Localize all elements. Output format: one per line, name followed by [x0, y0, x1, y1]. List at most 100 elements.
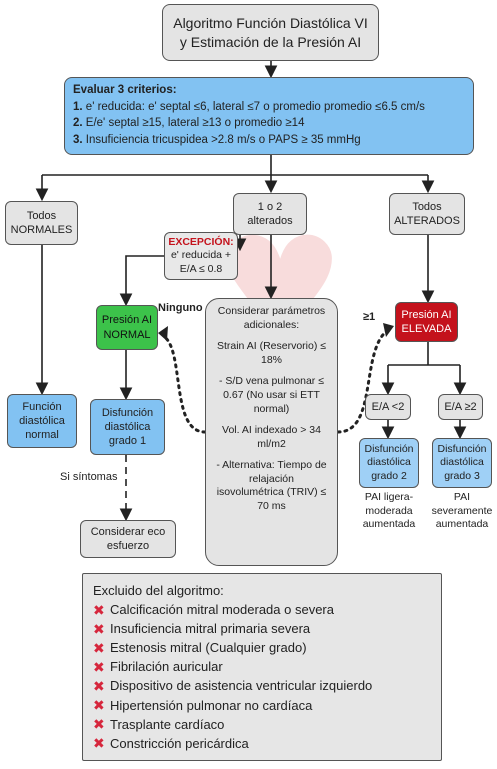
- additional-line: adicionales:: [243, 318, 300, 331]
- pressure-high-line-2: ELEVADA: [401, 323, 452, 335]
- excluded-item: ✖ Hipertensión pulmonar no cardíaca: [93, 696, 431, 715]
- label-ge1: ≥1: [363, 311, 376, 323]
- x-mark-icon: ✖: [93, 677, 105, 694]
- stress-echo-line-2: esfuerzo: [106, 540, 150, 552]
- excluded-item-label: Constricción pericárdica: [110, 735, 249, 751]
- additional-line: 0.67 (No usar si ETT: [223, 388, 320, 401]
- pai2-line-3: aumentada: [362, 518, 416, 531]
- label-ninguno: Ninguno: [158, 302, 203, 314]
- excluded-heading: Excluido del algoritmo:: [93, 583, 224, 598]
- pressure-normal-line-2: NORMAL: [103, 328, 151, 341]
- title-box: Algoritmo Función Diastólica VI y Estima…: [162, 4, 379, 61]
- branch-altered-line-2: ALTERADOS: [394, 215, 460, 227]
- dysfunction2-line-3: grado 2: [371, 469, 407, 482]
- x-mark-icon: ✖: [93, 734, 105, 751]
- excluded-item-label: Estenosis mitral (Cualquier grado): [110, 640, 307, 656]
- excluded-box: Excluido del algoritmo: ✖Calcificación m…: [82, 573, 442, 761]
- criteria-item-2: 2. E/e' septal ≥15, lateral ≥13 o promed…: [73, 117, 305, 130]
- additional-line: ml/m2: [257, 437, 286, 450]
- exception-box: EXCEPCIÓN: e' reducida + E/A ≤ 0.8: [164, 232, 238, 280]
- x-mark-icon: ✖: [93, 696, 105, 713]
- additional-line: 18%: [260, 353, 282, 366]
- dotted-ninguno-head: [158, 326, 168, 341]
- additional-line: 70 ms: [257, 500, 286, 513]
- exception-line-1: e' reducida +: [170, 249, 232, 262]
- pai-grade-3-note: PAI severamente aumentada: [426, 491, 497, 532]
- x-mark-icon: ✖: [93, 639, 105, 656]
- excluded-item-label: Dispositivo de asistencia ventricular iz…: [110, 678, 373, 694]
- excluded-item-label: Hipertensión pulmonar no cardíaca: [110, 697, 313, 713]
- pai3-line-3: aumentada: [435, 518, 489, 531]
- excluded-item: ✖ Constricción pericárdica: [93, 734, 431, 753]
- dysfunction3-line-3: grado 3: [444, 469, 480, 482]
- branch-all-normal: Todos NORMALES: [5, 201, 78, 245]
- pai3-line-1: PAI: [453, 491, 471, 503]
- pressure-normal-line-1: Presión AI: [101, 314, 153, 327]
- ea-low-box: E/A <2: [365, 394, 411, 420]
- additional-line: [216, 417, 326, 424]
- excluded-item-label: Insuficiencia mitral primaria severa: [110, 621, 311, 637]
- pressure-normal-box: Presión AI NORMAL: [96, 305, 158, 350]
- additional-line: relajación: [249, 472, 294, 485]
- criteria-box: Evaluar 3 criterios: 1. e' reducida: e' …: [64, 77, 474, 155]
- pressure-high-line-1: Presión AI: [401, 308, 452, 321]
- additional-line: - Alternativa: Tiempo de: [216, 458, 327, 471]
- dysfunction2-line-2: diastólica: [367, 456, 411, 469]
- branch-some-line-2: alterados: [247, 215, 293, 227]
- normal-function-line-2: diastólica: [19, 414, 65, 427]
- excluded-item: ✖ Trasplante cardíaco: [93, 715, 431, 734]
- branch-some-line-1: 1 o 2: [257, 200, 283, 213]
- excluded-item: ✖ Dispositivo de asistencia ventricular i…: [93, 677, 431, 696]
- dysfunction1-line-1: Disfunción: [101, 406, 154, 419]
- title-line-2: y Estimación de la Presión AI: [179, 33, 362, 50]
- excluded-item: ✖ Insuficiencia mitral primaria severa: [93, 620, 431, 639]
- criteria-item-1: 1. e' reducida: e' septal ≤6, lateral ≤7…: [73, 100, 425, 113]
- line-high-split: [388, 342, 460, 366]
- normal-function-line-3: normal: [25, 429, 59, 442]
- pai-grade-2-note: PAI ligera- moderada aumentada: [356, 491, 422, 532]
- criteria-heading: Evaluar 3 criterios:: [73, 84, 177, 96]
- excluded-list: ✖Calcificación mitral moderada o severa✖…: [93, 601, 431, 753]
- x-mark-icon: ✖: [93, 601, 105, 618]
- dysfunction-grade-3-box: Disfunción diastólica grado 3: [432, 438, 492, 488]
- arrow-exception-normal: [119, 255, 164, 307]
- x-mark-icon: ✖: [93, 715, 105, 732]
- label-symptoms: Si síntomas: [60, 471, 118, 483]
- additional-line: Vol. AI indexado > 34: [222, 423, 321, 436]
- excluded-item-label: Trasplante cardíaco: [110, 716, 225, 732]
- dysfunction1-line-2: diastólica: [104, 420, 151, 433]
- branch-all-altered: Todos ALTERADOS: [389, 193, 465, 235]
- x-mark-icon: ✖: [93, 658, 105, 675]
- dysfunction3-line-1: Disfunción: [437, 442, 487, 455]
- excluded-item-label: Fibrilación auricular: [110, 659, 223, 675]
- pai3-line-2: severamente: [431, 504, 493, 517]
- title-line-1: Algoritmo Función Diastólica VI: [173, 15, 368, 32]
- ea-high-box: E/A ≥2: [438, 394, 483, 420]
- dysfunction3-line-2: diastólica: [440, 456, 484, 469]
- additional-line: [216, 452, 326, 459]
- ea-high-label: E/A ≥2: [444, 400, 477, 413]
- dysfunction1-line-3: grado 1: [108, 435, 147, 448]
- dysfunction-grade-1-box: Disfunción diastólica grado 1: [90, 399, 165, 455]
- excluded-item: ✖Calcificación mitral moderada o severa: [93, 601, 431, 620]
- additional-line: Considerar parámetros: [217, 305, 326, 317]
- pai2-line-2: moderada: [365, 504, 413, 517]
- additional-line: Strain AI (Reservorio) ≤: [216, 339, 327, 352]
- dotted-ninguno: [161, 334, 207, 434]
- additional-line: normal): [253, 402, 290, 415]
- exception-title: EXCEPCIÓN:: [168, 235, 234, 248]
- normal-function-box: Función diastólica normal: [7, 394, 77, 448]
- branch-one-or-two: 1 o 2 alterados: [233, 193, 307, 235]
- x-mark-icon: ✖: [93, 620, 105, 637]
- exception-line-2: E/A ≤ 0.8: [179, 262, 223, 275]
- branch-all-normal-line-2: NORMALES: [10, 224, 73, 236]
- additional-line: isovolumétrica (TRIV) ≤: [216, 486, 327, 499]
- branch-all-normal-line-1: Todos: [26, 209, 57, 222]
- criteria-item-3: 3. Insuficiencia tricuspidea >2.8 m/s o …: [73, 134, 361, 147]
- additional-line: [216, 333, 326, 340]
- dysfunction-grade-2-box: Disfunción diastólica grado 2: [359, 438, 419, 488]
- dysfunction2-line-1: Disfunción: [364, 442, 414, 455]
